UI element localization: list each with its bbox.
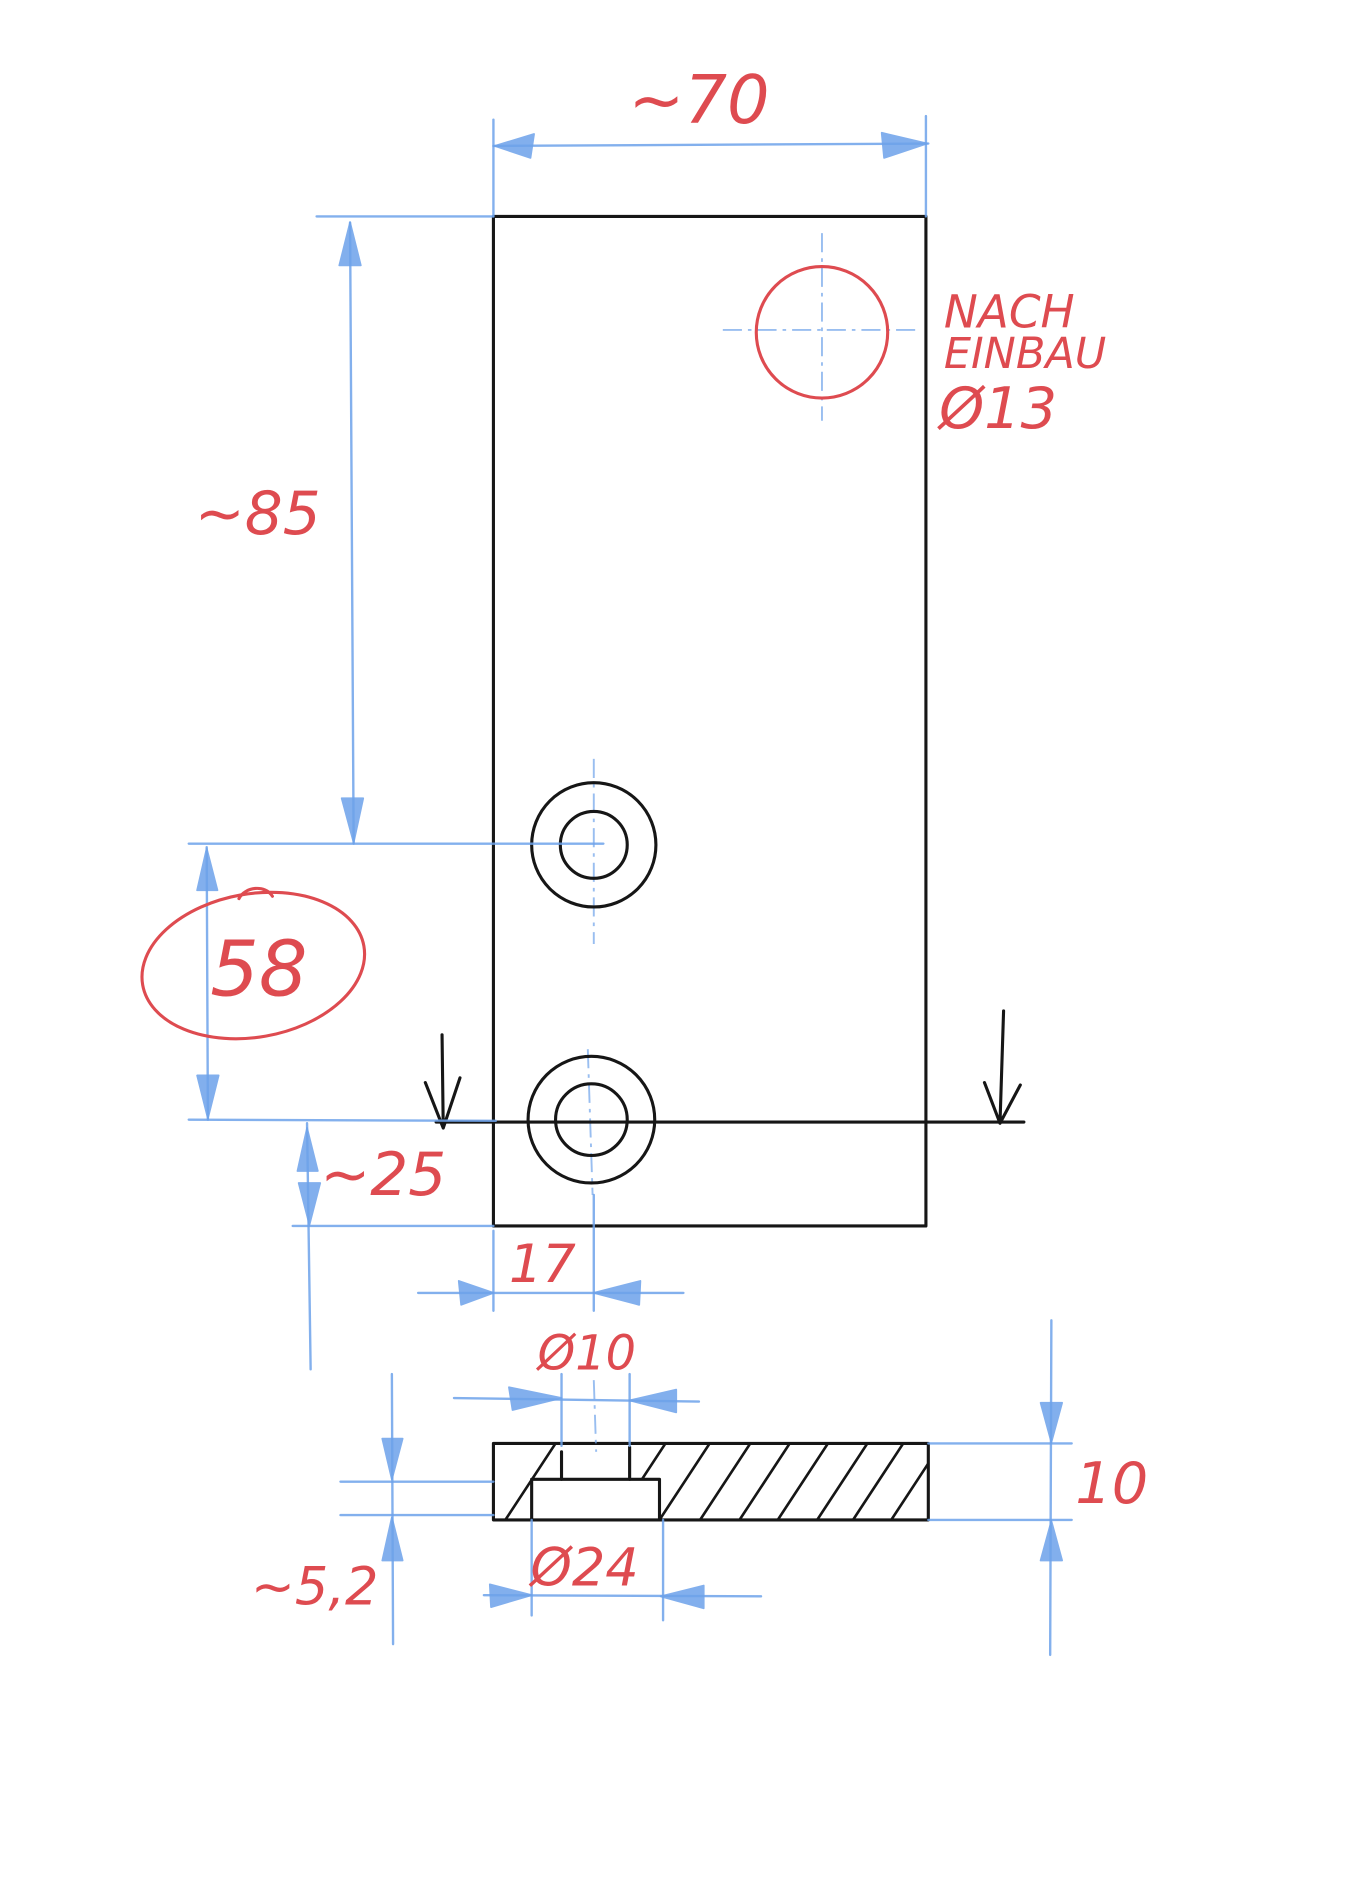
counterbore-depth-arrow-up bbox=[381, 1516, 404, 1562]
section-arrow-right bbox=[982, 1009, 1022, 1125]
plate-outline bbox=[491, 214, 928, 1228]
hatch-line bbox=[815, 1443, 869, 1520]
hatch-line bbox=[698, 1443, 752, 1520]
hole-spacing-label: 58 bbox=[210, 925, 307, 1014]
height-arrow-down bbox=[340, 797, 365, 844]
counterbore-depth-arrow-down bbox=[381, 1437, 404, 1481]
post-installation-hole-note: NACH EINBAU Ø13 bbox=[722, 233, 1106, 442]
hole-offset-arrow-left bbox=[592, 1280, 642, 1306]
hole-spacing-extension-bottom bbox=[187, 1118, 498, 1123]
hatch-line bbox=[889, 1443, 929, 1520]
dimension-counterbore-depth: ~5,2 bbox=[251, 1372, 495, 1646]
counterbore-arrow-right bbox=[488, 1583, 533, 1609]
height-arrow-up bbox=[338, 221, 362, 267]
hole-spacing-highlight-tick bbox=[237, 886, 274, 901]
lower-hole-outer-circle bbox=[526, 1054, 657, 1185]
dimension-edge-offset: ~25 bbox=[291, 1122, 495, 1371]
note-hole-circle bbox=[754, 265, 890, 400]
hole-offset-label: 17 bbox=[509, 1234, 576, 1295]
note-line-2: EINBAU bbox=[944, 329, 1106, 379]
through-hole-arrow-left bbox=[628, 1388, 678, 1414]
dimension-hole-offset: 17 bbox=[416, 1193, 685, 1313]
hole-offset-arrow-right bbox=[457, 1280, 495, 1306]
section-outline bbox=[491, 1441, 930, 1522]
hatch-line bbox=[658, 1443, 711, 1520]
lower-hole-inner-circle bbox=[553, 1082, 629, 1158]
through-hole-arrow-right bbox=[508, 1386, 563, 1411]
section-counterbore bbox=[530, 1477, 662, 1522]
section-cut bbox=[423, 1009, 1026, 1130]
plan-view: NACH EINBAU Ø13 ~70 ~85 bbox=[140, 61, 1106, 1371]
section-view: Ø10 10 ~5,2 Ø24 bbox=[251, 1319, 1148, 1657]
dimension-hole-spacing: 58 bbox=[140, 846, 498, 1123]
dimension-height: ~85 bbox=[187, 215, 605, 845]
width-arrow-right bbox=[880, 131, 929, 159]
thickness-arrow-up bbox=[1039, 1520, 1064, 1562]
width-dimension-line bbox=[492, 142, 930, 148]
upper-counterbore-hole bbox=[530, 758, 658, 945]
counterbore-depth-dimension-line bbox=[390, 1372, 395, 1646]
note-line-3: Ø13 bbox=[937, 375, 1057, 442]
note-line-1: NACH bbox=[944, 286, 1075, 339]
hole-spacing-arrow-down bbox=[196, 1074, 220, 1120]
section-arrow-left bbox=[423, 1033, 462, 1130]
hatch-line bbox=[776, 1443, 830, 1520]
width-label: ~70 bbox=[628, 61, 769, 139]
section-hatching-right bbox=[629, 1443, 929, 1520]
section-centerline bbox=[592, 1380, 598, 1452]
counterbore-arrow-left bbox=[659, 1584, 705, 1610]
thickness-arrow-down bbox=[1039, 1401, 1064, 1444]
height-label: ~85 bbox=[195, 480, 321, 549]
edge-offset-arrow-up bbox=[296, 1127, 319, 1172]
dimension-width: ~70 bbox=[492, 61, 930, 218]
thickness-label: 10 bbox=[1075, 1450, 1148, 1517]
hole-spacing-arrow-up bbox=[196, 847, 219, 892]
edge-offset-label: ~25 bbox=[320, 1141, 446, 1210]
hatch-line bbox=[738, 1443, 792, 1520]
height-dimension-line bbox=[348, 221, 355, 845]
section-through-hole bbox=[559, 1445, 632, 1481]
edge-offset-arrow-down bbox=[297, 1182, 322, 1226]
through-hole-label: Ø10 bbox=[536, 1326, 636, 1381]
thickness-dimension-line bbox=[1048, 1319, 1053, 1657]
counterbore-depth-label: ~5,2 bbox=[251, 1557, 379, 1618]
hole-spacing-dimension-line bbox=[205, 846, 210, 1121]
width-arrow-left bbox=[493, 133, 535, 159]
dimension-through-hole: Ø10 bbox=[452, 1326, 701, 1452]
dimension-thickness: 10 bbox=[927, 1319, 1148, 1657]
dimension-counterbore-diameter: Ø24 bbox=[482, 1518, 763, 1622]
counterbore-label: Ø24 bbox=[528, 1538, 638, 1599]
hatch-line bbox=[851, 1443, 905, 1520]
